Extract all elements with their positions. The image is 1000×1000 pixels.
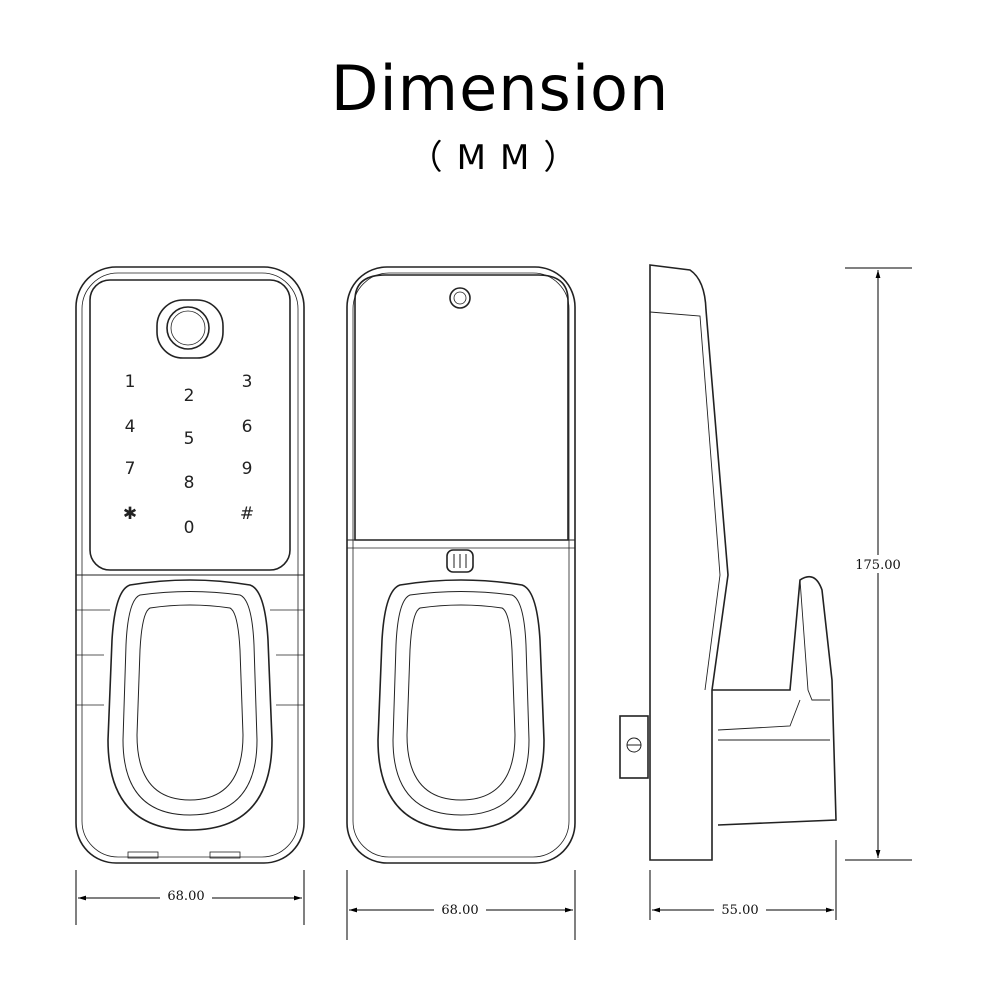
fingerprint-sensor [166,306,210,350]
height-label: 175.00 [855,558,901,573]
back-view [346,266,576,864]
diagram-title: Dimension [330,52,670,125]
dimension-labels: 68.00 68.00 55.00 175.00 [160,555,904,918]
keypad-key: 7 [125,459,136,479]
cylinder-tailpiece [619,715,649,779]
side-view [619,264,837,861]
front-view [75,266,305,864]
keypad: 1 2 3 4 5 6 7 8 9 ✱ 0 # [123,372,254,538]
side-handle-lever [712,575,837,826]
front-handle-outer [107,579,273,831]
keypad-key: 5 [184,429,195,449]
keypad-key: # [240,504,254,524]
keypad-key: ✱ [123,504,137,524]
dimension-lines [75,267,912,940]
keypad-key: 8 [184,473,195,493]
back-handle-outer [377,579,545,831]
side-body-profile [649,264,729,861]
keypad-key: 1 [125,372,136,392]
front-width-label: 68.00 [167,889,204,904]
keypad-key: 4 [125,417,136,437]
unit-label: （MM） [408,138,592,178]
keypad-key: 0 [184,518,195,538]
back-screw [449,287,471,309]
back-width-label: 68.00 [441,903,478,918]
fingerprint-sensor-housing [156,299,224,359]
keypad-key: 2 [184,386,195,406]
thumb-turn-button [446,549,474,573]
side-depth-label: 55.00 [721,903,758,918]
battery-cover [354,274,569,541]
back-outer-body [346,266,576,864]
keypad-key: 3 [242,372,253,392]
front-keypad-panel [89,279,291,571]
keypad-key: 9 [242,459,253,479]
keypad-key: 6 [242,417,253,437]
front-outer-body [75,266,305,864]
